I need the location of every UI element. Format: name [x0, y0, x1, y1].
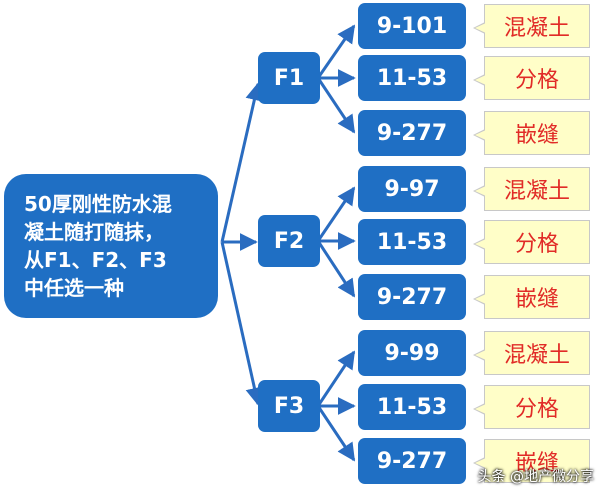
arrow-f1-1: [316, 24, 356, 79]
note-callout: 嵌缝: [473, 111, 590, 155]
code-node: 11-53: [358, 219, 466, 265]
code-node: 9-277: [358, 110, 466, 156]
watermark: 头条 @地产微分享: [477, 469, 594, 485]
note-callout: 嵌缝: [473, 275, 590, 319]
arrow-f3-1: [316, 350, 356, 407]
root-node: 50厚刚性防水混 凝土随打随抹， 从F1、F2、F3 中任选一种: [4, 174, 218, 318]
arrow-f3-3: [316, 405, 356, 462]
note-callout: 分格: [473, 220, 590, 264]
group-node-f1: F1: [258, 52, 320, 104]
arrow-f2-3: [316, 240, 356, 298]
root-label: 50厚刚性防水混 凝土随打随抹， 从F1、F2、F3 中任选一种: [24, 192, 172, 300]
note-callout: 混凝土: [473, 4, 590, 48]
code-node: 11-53: [358, 384, 466, 430]
code-node: 11-53: [358, 55, 466, 101]
note-callout: 分格: [473, 56, 590, 100]
code-node: 9-277: [358, 438, 466, 484]
group-node-f2: F2: [258, 215, 320, 267]
note-callout: 嵌缝: [473, 439, 590, 483]
arrow-f1-3: [316, 77, 356, 134]
group-node-f3: F3: [258, 380, 320, 432]
note-callout: 混凝土: [473, 331, 590, 375]
code-node: 9-101: [358, 3, 466, 49]
arrow-root-f1: [220, 82, 264, 243]
arrow-root-f3: [220, 241, 264, 406]
code-node: 9-99: [358, 330, 466, 376]
arrow-f2-1: [316, 186, 356, 242]
note-callout: 分格: [473, 385, 590, 429]
code-node: 9-277: [358, 274, 466, 320]
code-node: 9-97: [358, 166, 466, 212]
note-callout: 混凝土: [473, 167, 590, 211]
